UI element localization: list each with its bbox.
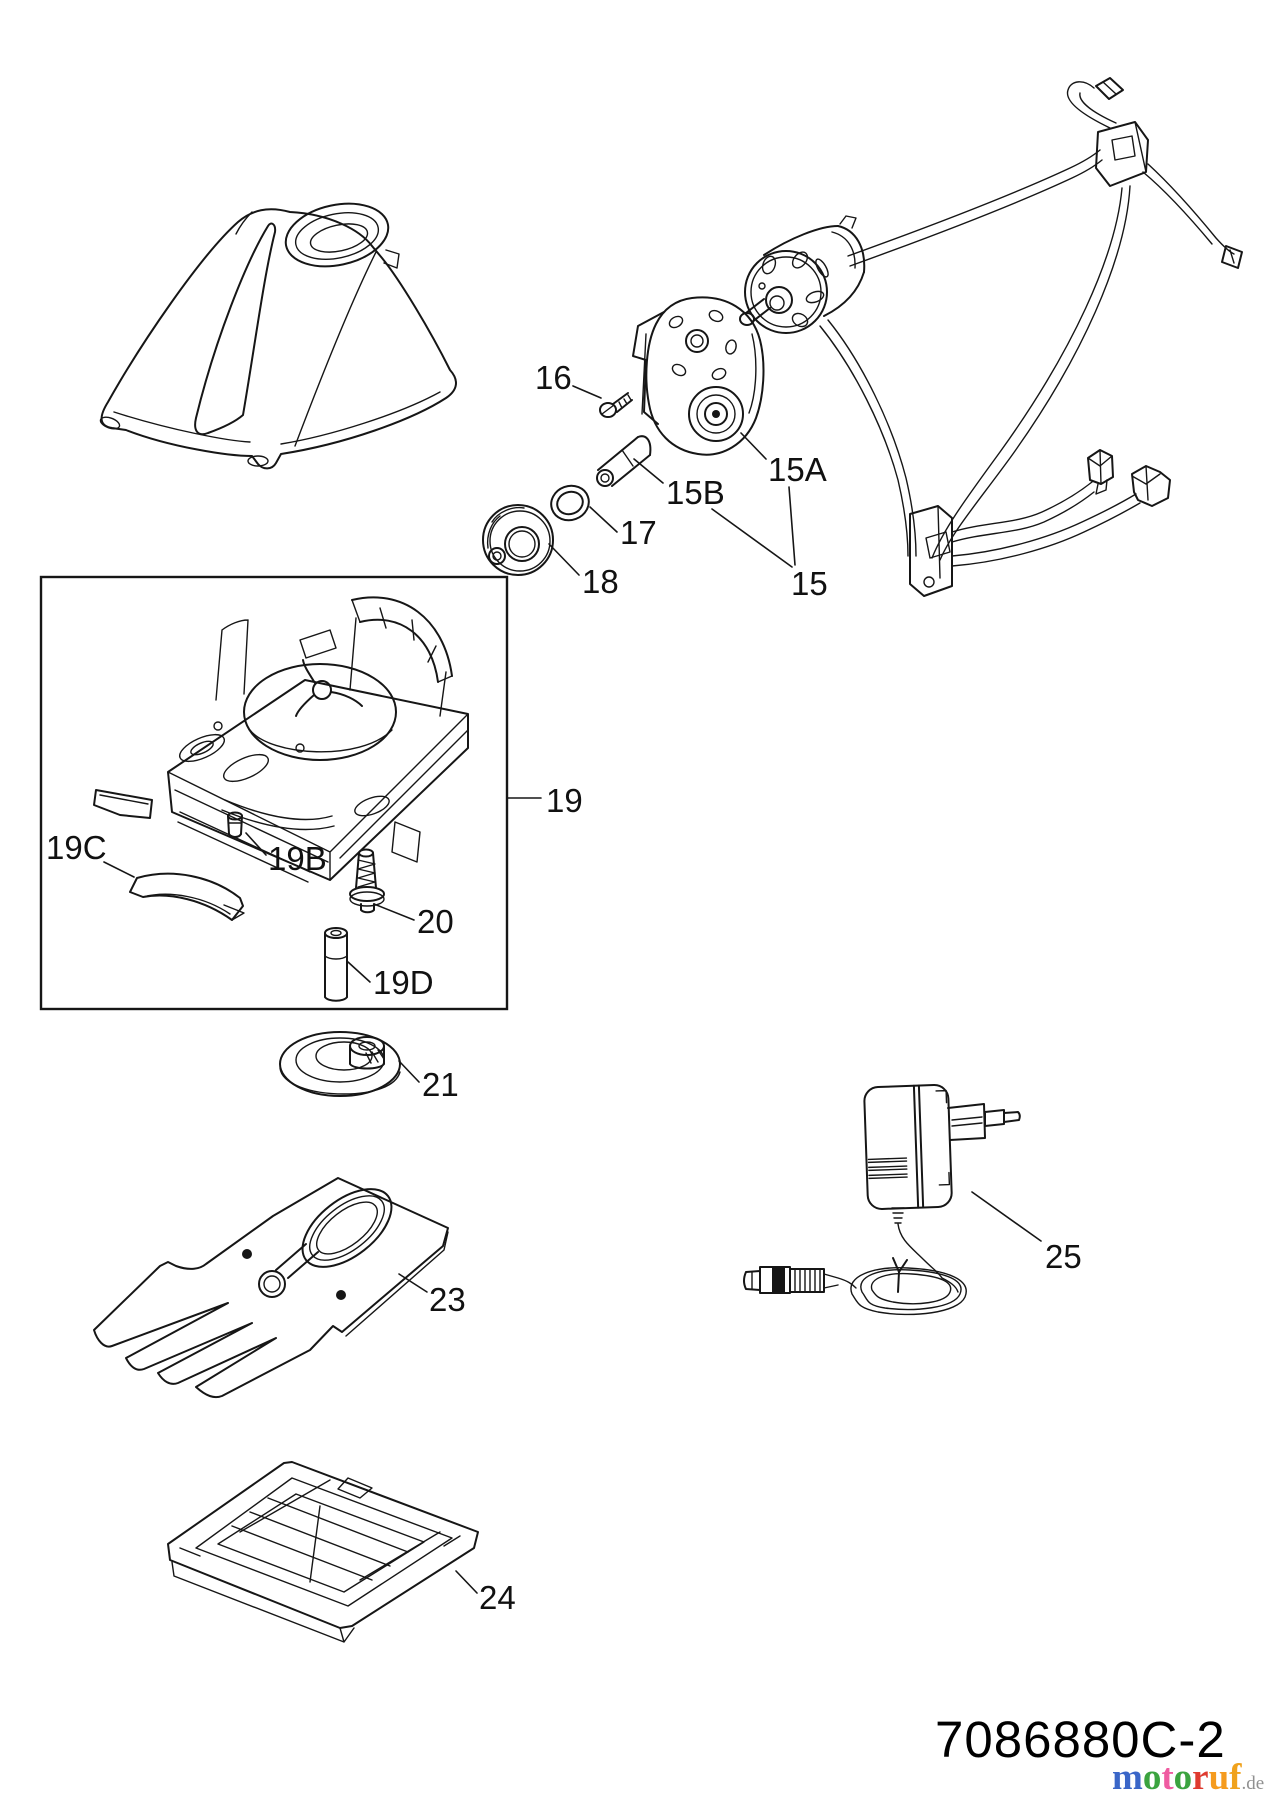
motor-plate-drawing bbox=[632, 296, 765, 456]
base-plate-24-drawing bbox=[167, 1461, 479, 1643]
part-label-20: 20 bbox=[417, 903, 454, 940]
part-label-15: 15 bbox=[791, 565, 828, 602]
group-19-box bbox=[39, 575, 509, 1011]
part-label-19c: 19C bbox=[46, 829, 107, 866]
curved-insert-19c-drawing bbox=[129, 872, 245, 921]
part-label-21: 21 bbox=[422, 1066, 459, 1103]
watermark-letter: m bbox=[1112, 1757, 1143, 1798]
part-label-25: 25 bbox=[1045, 1238, 1082, 1275]
pin-19d-drawing bbox=[324, 927, 348, 1002]
part-label-19b: 19B bbox=[268, 840, 327, 877]
watermark-letter: t bbox=[1161, 1757, 1174, 1798]
disc-21-drawing bbox=[279, 1031, 401, 1097]
watermark-letter: r bbox=[1192, 1757, 1208, 1798]
bearing-18-drawing bbox=[482, 504, 554, 576]
watermark-letter: f bbox=[1229, 1757, 1242, 1798]
part-label-19d: 19D bbox=[373, 964, 434, 1001]
pin-19b-drawing bbox=[227, 811, 243, 838]
part-label-17: 17 bbox=[620, 514, 657, 551]
watermark-suffix: .de bbox=[1242, 1773, 1265, 1794]
drawing-number: 7086880C-2 bbox=[935, 1711, 1226, 1768]
part-label-15b: 15B bbox=[666, 474, 725, 511]
leader-lines bbox=[103, 385, 1042, 1594]
base-assembly-drawing bbox=[93, 596, 469, 883]
part-label-15a: 15A bbox=[768, 451, 827, 488]
part-label-16: 16 bbox=[535, 359, 572, 396]
part-label-24: 24 bbox=[479, 1579, 516, 1616]
part-labels: 16 15A 15B 15 17 18 19 19C 19B 20 19D 21… bbox=[46, 359, 1082, 1616]
blade-23-drawing bbox=[93, 1177, 449, 1399]
housing-cover-drawing bbox=[99, 202, 457, 470]
motor-drawing bbox=[739, 215, 866, 334]
screw-16-drawing bbox=[599, 392, 633, 418]
watermark-logo: motoruf.de bbox=[1112, 1757, 1264, 1798]
part-label-23: 23 bbox=[429, 1281, 466, 1318]
wiring-harness-drawing bbox=[819, 77, 1243, 597]
screw-20-drawing bbox=[349, 848, 385, 914]
charger-drawing bbox=[743, 1084, 1021, 1316]
pin-15b-drawing bbox=[596, 435, 652, 487]
watermark-letter: u bbox=[1209, 1757, 1230, 1798]
ring-17-drawing bbox=[550, 484, 590, 522]
watermark-letter: o bbox=[1143, 1757, 1162, 1798]
watermark-letter: o bbox=[1174, 1757, 1193, 1798]
part-label-18: 18 bbox=[582, 563, 619, 600]
part-label-19: 19 bbox=[546, 782, 583, 819]
